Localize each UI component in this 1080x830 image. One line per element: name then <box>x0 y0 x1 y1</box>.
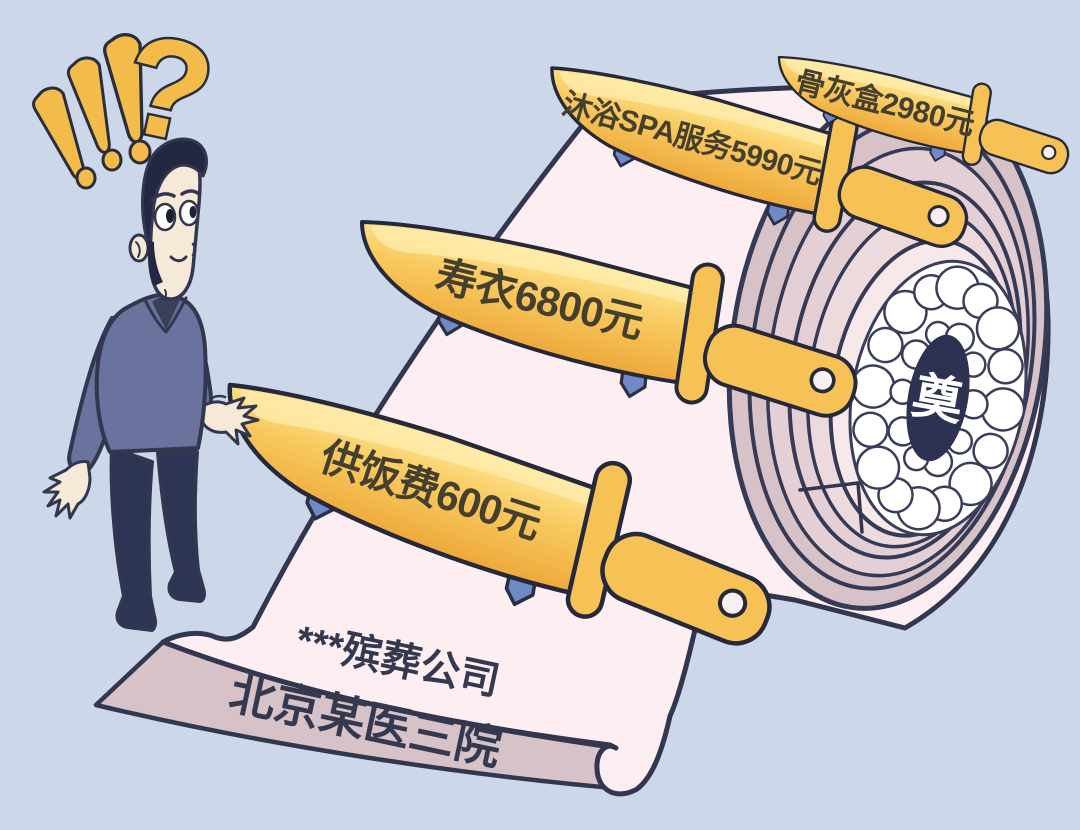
exclamation-dot <box>75 166 97 190</box>
wreath-flower <box>867 326 904 364</box>
man-hair <box>141 137 208 242</box>
man-nose <box>191 242 197 257</box>
man-shirt <box>152 296 180 330</box>
wreath-center-oval <box>906 334 970 462</box>
roll-paper-step-edge <box>798 481 864 534</box>
wreath-flower <box>852 411 889 449</box>
exclamation-marks <box>32 33 152 190</box>
wreath-flower <box>972 432 1009 470</box>
wreath-flowers-outer <box>850 265 1026 531</box>
wreath-flower <box>975 306 1021 351</box>
man-hair-nape <box>147 240 163 286</box>
funeral-wreath: 奠 <box>848 259 1028 537</box>
man-left-hand <box>42 460 92 520</box>
man-left-leg <box>109 446 158 632</box>
wreath-character: 奠 <box>908 367 968 431</box>
man-chin-mark <box>162 289 168 300</box>
man-jacket-lapels <box>144 296 188 334</box>
man-jacket-torso <box>94 292 208 454</box>
man-figure <box>42 137 260 632</box>
exclamation-dot <box>128 139 152 165</box>
man-ear-line <box>135 241 141 258</box>
wreath-flower <box>855 445 901 490</box>
man-left-pupil <box>166 209 174 223</box>
wreath-flower <box>987 347 1024 385</box>
man-right-leg <box>156 450 206 603</box>
man-right-hand <box>198 396 260 446</box>
exclamation-dot <box>101 148 123 172</box>
man-eyebrows <box>150 189 201 202</box>
man-mouth <box>169 255 188 263</box>
man-right-pupil <box>189 206 197 218</box>
